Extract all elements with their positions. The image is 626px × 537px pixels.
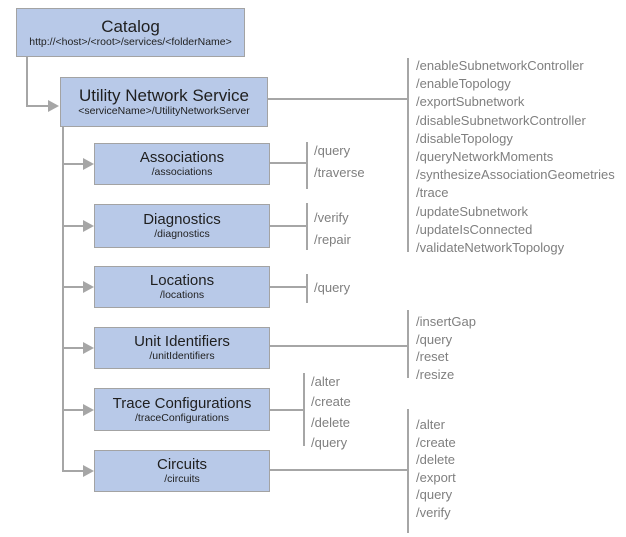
locations-subtitle: /locations xyxy=(159,289,205,301)
arrowhead-icon xyxy=(83,281,94,293)
operation-item: /query xyxy=(314,280,351,295)
arrowhead-icon xyxy=(83,465,94,477)
operation-item: /delete xyxy=(416,452,456,467)
connector-trace-configurations-operations xyxy=(270,409,303,411)
circuits-node: Circuits /circuits xyxy=(94,450,270,492)
operation-item: /trace xyxy=(416,185,449,201)
arrowhead-icon xyxy=(83,342,94,354)
locations-node: Locations /locations xyxy=(94,266,270,308)
operation-item: /query xyxy=(416,331,453,347)
unit-identifiers-operations-list: /insertGap/query/reset/resize xyxy=(416,313,476,383)
operation-item: /repair xyxy=(314,232,351,247)
diagnostics-subtitle: /diagnostics xyxy=(154,228,210,240)
operation-item: /verify xyxy=(416,504,451,520)
operation-item: /resize xyxy=(416,366,455,382)
catalog-title: Catalog xyxy=(101,16,160,36)
tick-associations-operations xyxy=(306,142,308,189)
connector-locations-operations xyxy=(270,286,306,288)
locations-title: Locations xyxy=(149,272,215,289)
operation-item: /traverse xyxy=(314,165,365,180)
trace-configurations-subtitle: /traceConfigurations xyxy=(135,411,229,424)
arrowhead-icon xyxy=(83,404,94,416)
service-title: Utility Network Service xyxy=(78,86,250,105)
tick-diagnostics-operations xyxy=(306,203,308,250)
arrowhead-icon xyxy=(83,220,94,232)
operation-item: /synthesizeAssociationGeometries xyxy=(416,167,615,183)
connector-diagnostics-operations xyxy=(270,225,306,227)
associations-node: Associations /associations xyxy=(94,143,270,185)
locations-operations-list: /query xyxy=(314,277,350,299)
service-operations-list: /enableSubnetworkController/enableTopolo… xyxy=(416,57,615,257)
operation-item: /enableSubnetworkController xyxy=(416,58,584,73)
associations-operations-list: /query/traverse xyxy=(314,140,365,184)
connector-trunk-vertical xyxy=(62,127,64,472)
operation-item: /updateSubnetwork xyxy=(416,203,529,219)
tick-locations-operations xyxy=(306,274,308,303)
operation-item: /queryNetworkMoments xyxy=(416,149,554,165)
tick-service-operations xyxy=(407,58,409,252)
operation-item: /enableTopology xyxy=(416,76,511,92)
catalog-node: Catalog http://<host>/<root>/services/<f… xyxy=(16,8,245,57)
operation-item: /updateIsConnected xyxy=(416,221,533,237)
diagnostics-title: Diagnostics xyxy=(143,211,221,228)
associations-title: Associations xyxy=(139,149,225,166)
service-subtitle: <serviceName>/UtilityNetworkServer xyxy=(78,105,250,117)
operation-item: /disableSubnetworkController xyxy=(416,112,586,128)
operation-item: /validateNetworkTopology xyxy=(416,240,565,256)
tick-trace-configurations-operations xyxy=(303,373,305,446)
connector-catalog-vertical xyxy=(26,57,28,107)
trace-configurations-title: Trace Configurations xyxy=(112,394,252,412)
connector-branch-locations xyxy=(62,286,84,288)
operation-item: /insertGap xyxy=(416,314,476,329)
operation-item: /exportSubnetwork xyxy=(416,94,525,110)
operation-item: /alter xyxy=(416,417,445,432)
operation-item: /create xyxy=(416,434,456,450)
catalog-subtitle: http://<host>/<root>/services/<folderNam… xyxy=(29,35,232,48)
connector-circuits-operations xyxy=(270,469,407,471)
circuits-subtitle: /circuits xyxy=(164,473,200,485)
connector-branch-trace-configurations xyxy=(62,409,84,411)
tick-unit-identifiers-operations xyxy=(407,310,409,378)
connector-branch-unit-identifiers xyxy=(62,347,84,349)
tick-circuits-operations xyxy=(407,409,409,533)
operation-item: /reset xyxy=(416,349,449,364)
operation-item: /alter xyxy=(311,374,340,389)
connector-branch-associations xyxy=(62,163,84,165)
associations-subtitle: /associations xyxy=(151,166,213,178)
operation-item: /query xyxy=(314,143,351,158)
circuits-operations-list: /alter/create/delete/export/query/verify xyxy=(416,416,456,521)
operation-item: /query xyxy=(416,487,453,502)
arrowhead-icon xyxy=(83,158,94,170)
operation-item: /export xyxy=(416,469,456,485)
unit-identifiers-subtitle: /unitIdentifiers xyxy=(149,350,215,362)
trace-configurations-node: Trace Configurations /traceConfiguration… xyxy=(94,388,270,431)
operation-item: /verify xyxy=(314,210,349,225)
operation-item: /delete xyxy=(311,414,351,430)
unit-identifiers-node: Unit Identifiers /unitIdentifiers xyxy=(94,327,270,369)
unit-identifiers-title: Unit Identifiers xyxy=(134,333,230,350)
trace-configurations-operations-list: /alter/create/delete/query xyxy=(311,372,351,454)
connector-branch-circuits xyxy=(62,470,84,472)
circuits-title: Circuits xyxy=(156,456,207,473)
connector-associations-operations xyxy=(270,162,306,164)
operation-item: /disableTopology xyxy=(416,130,513,146)
diagnostics-operations-list: /verify/repair xyxy=(314,207,351,251)
connector-unit-identifiers-operations xyxy=(270,345,407,347)
utility-network-service-node: Utility Network Service <serviceName>/Ut… xyxy=(60,77,268,127)
operation-item: /create xyxy=(311,394,351,410)
operation-item: /query xyxy=(311,435,348,451)
diagnostics-node: Diagnostics /diagnostics xyxy=(94,204,270,248)
arrowhead-icon xyxy=(48,100,59,112)
connector-service-operations xyxy=(268,98,407,100)
connector-branch-diagnostics xyxy=(62,225,84,227)
connector-catalog-horizontal xyxy=(26,105,50,107)
